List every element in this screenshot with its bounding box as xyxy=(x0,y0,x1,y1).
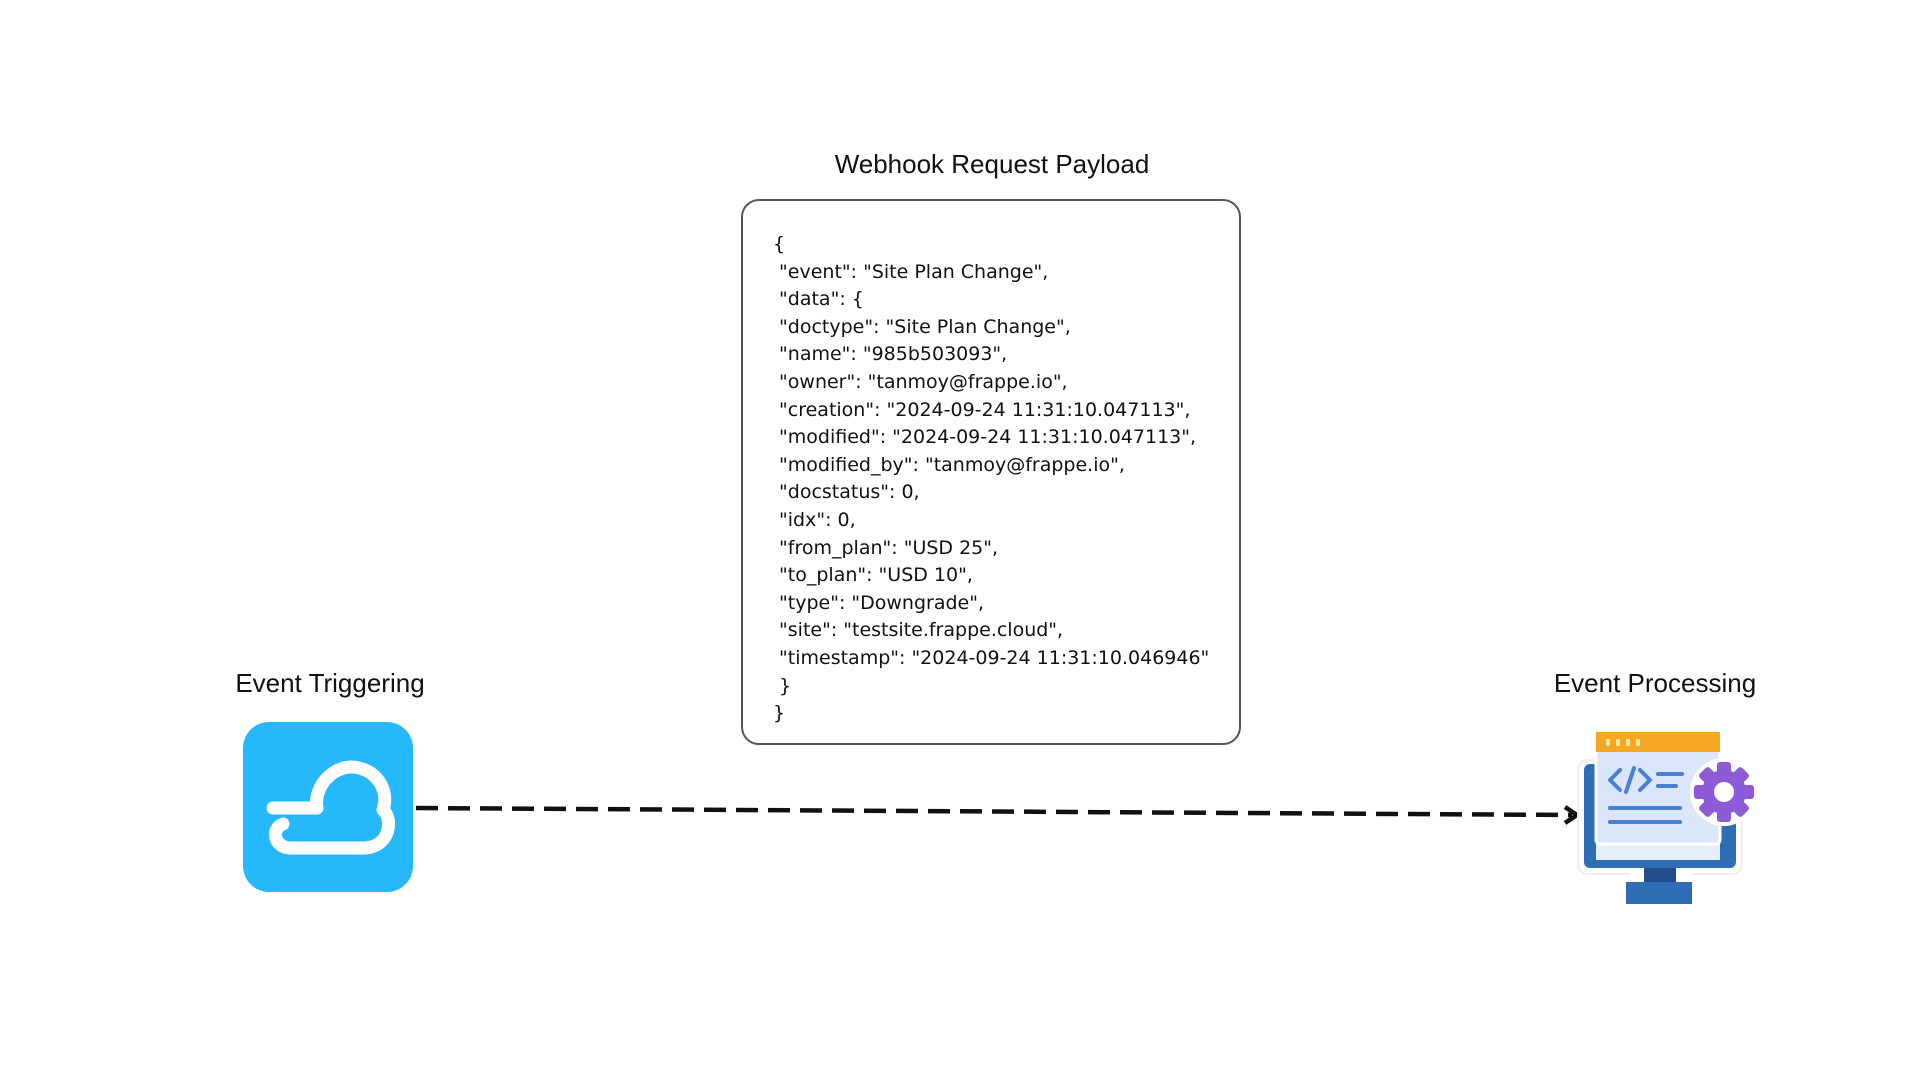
payload-line: "timestamp": "2024-09-24 11:31:10.046946… xyxy=(773,646,1210,669)
payload-title: Webhook Request Payload xyxy=(834,149,1150,179)
connector-dashed-line xyxy=(415,805,1573,818)
payload-line: "from_plan": "USD 25", xyxy=(773,536,999,559)
payload-line: "site": "testsite.frappe.cloud", xyxy=(773,619,1064,642)
cloud-glyph xyxy=(266,760,396,855)
gear-icon xyxy=(1690,758,1758,826)
payload-line: "type": "Downgrade", xyxy=(773,591,985,614)
cloud-sync-icon xyxy=(243,722,413,892)
payload-line: "creation": "2024-09-24 11:31:10.047113"… xyxy=(773,398,1191,421)
payload-line: "modified_by": "tanmoy@frappe.io", xyxy=(773,453,1125,476)
event-processing-label: Event Processing xyxy=(1553,668,1757,698)
payload-line: "to_plan": "USD 10", xyxy=(773,564,973,587)
payload-line: "event": "Site Plan Change", xyxy=(773,260,1049,283)
payload-box: { "event": "Site Plan Change", "data": {… xyxy=(741,199,1241,745)
payload-line: { xyxy=(773,233,786,255)
payload-line: "name": "985b503093", xyxy=(773,343,1008,366)
payload-line: "doctype": "Site Plan Change", xyxy=(773,315,1071,338)
payload-line: } xyxy=(773,674,792,697)
code-monitor-gear-icon xyxy=(1577,730,1758,912)
event-triggering-label: Event Triggering xyxy=(235,668,425,698)
payload-line: "docstatus": 0, xyxy=(773,481,920,504)
payload-line: "data": { xyxy=(773,288,864,311)
payload-line: "idx": 0, xyxy=(773,508,856,531)
payload-line: "owner": "tanmoy@frappe.io", xyxy=(773,370,1068,393)
payload-line: "modified": "2024-09-24 11:31:10.047113"… xyxy=(773,426,1197,449)
payload-line: } xyxy=(773,702,786,725)
